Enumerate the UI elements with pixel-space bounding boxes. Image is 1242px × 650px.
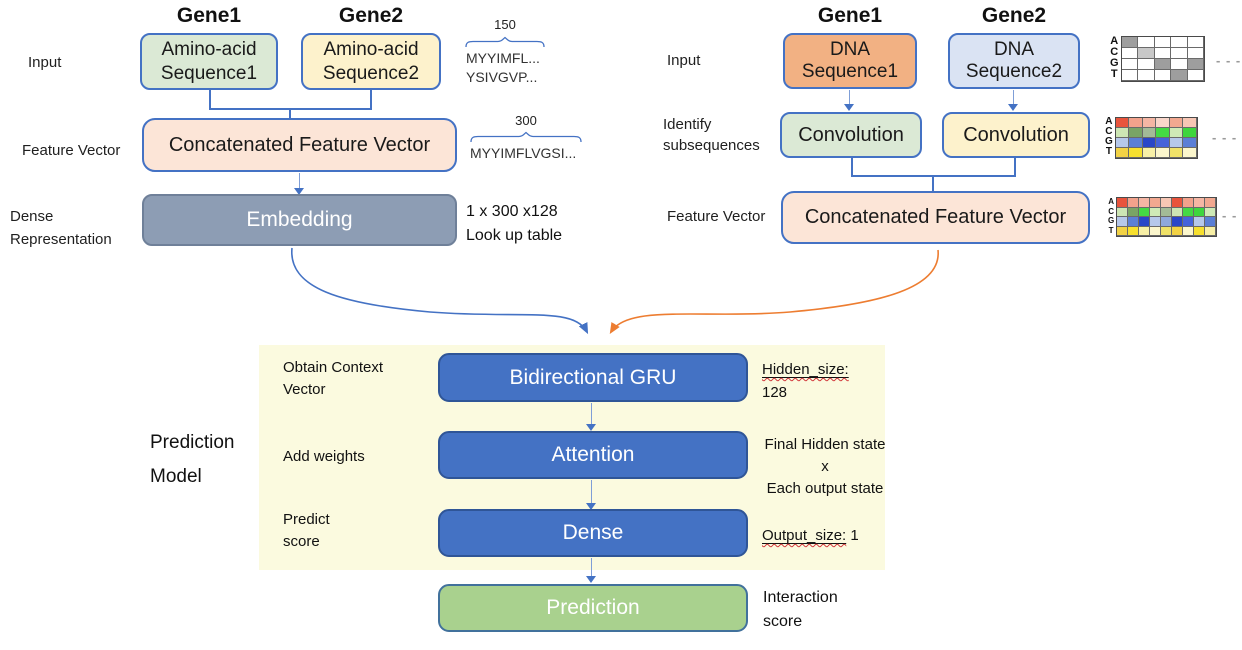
obtain-context-label-1: Obtain Context: [283, 359, 384, 376]
sequence-length-300: 300: [515, 113, 537, 128]
dense-representation-label-1: Dense: [10, 208, 54, 225]
arrow-concat-to-embedding: [294, 173, 305, 195]
embedding-text: Embedding: [246, 208, 353, 231]
bidirectional-gru-box: Bidirectional GRU: [438, 353, 748, 402]
concatenated-feature-vector-left-box: Concatenated Feature Vector: [142, 118, 457, 172]
grid3-row-c: C: [1108, 206, 1114, 216]
sequence-length-150: 150: [494, 17, 516, 32]
left-input-label: Input: [28, 54, 62, 71]
convolution2-box: Convolution: [942, 112, 1090, 158]
concatenated-feature-vector-right-box: Concatenated Feature Vector: [781, 191, 1090, 244]
arrow-gru-to-attention: [586, 403, 597, 431]
grid1-row-c: C: [1110, 46, 1119, 58]
left-merge-stub: [289, 110, 291, 119]
left-gene1-heading: Gene1: [176, 4, 242, 27]
obtain-context-label-2: Vector: [283, 381, 326, 398]
brace-300-icon: [470, 131, 582, 143]
dense-box: Dense: [438, 509, 748, 557]
right-gene2-heading: Gene2: [981, 4, 1047, 27]
gru-text: Bidirectional GRU: [509, 365, 677, 389]
aa-sequence-sample-2: YSIVGVP...: [466, 69, 538, 85]
prediction-text: Prediction: [546, 596, 640, 619]
left-gene2-heading: Gene2: [338, 4, 404, 27]
prediction-box: Prediction: [438, 584, 748, 632]
dense-note-value: 1: [850, 527, 859, 544]
dna1-line2: Sequence1: [801, 61, 899, 82]
grid2-ellipsis: - - -: [1212, 130, 1238, 145]
amino-acid-sequence1-box: Amino-acid Sequence1: [140, 33, 278, 90]
concat-feature-grid-icon: A C G T: [1108, 197, 1218, 237]
grid2-row-g: G: [1105, 136, 1113, 147]
aa2-line1: Amino-acid: [323, 38, 419, 60]
brace-150-icon: [465, 36, 545, 48]
right-gene1-heading: Gene1: [817, 4, 883, 27]
grid3-ellipsis: - - -: [1222, 208, 1242, 223]
grid3-row-t: T: [1108, 225, 1114, 235]
right-feature-vector-label: Feature Vector: [667, 208, 766, 225]
arrow-dense-to-prediction: [586, 558, 597, 583]
gru-note-title: Hidden_size:: [762, 361, 849, 378]
grid2-row-a: A: [1105, 116, 1113, 127]
dna-sequence2-box: DNA Sequence2: [948, 33, 1080, 89]
conv2-text: Convolution: [963, 123, 1069, 146]
arrow-dna2-to-conv2: [1008, 90, 1019, 111]
left-merge-connector: [209, 90, 372, 110]
predict-score-label-1: Predict: [283, 511, 330, 528]
attention-text: Attention: [551, 443, 635, 466]
blue-curve-arrow: [291, 247, 589, 335]
grid2-row-t: T: [1105, 146, 1112, 157]
gru-note-value: 128: [762, 384, 788, 401]
dna-onehot-grid-icon: A C G T: [1110, 35, 1206, 82]
attention-note-2: x: [821, 458, 829, 475]
right-merge-connector: [851, 158, 1016, 177]
dna1-line1: DNA: [829, 39, 871, 60]
predict-score-label-2: score: [283, 533, 320, 550]
identify-label-1: Identify: [663, 116, 712, 133]
grid3-row-a: A: [1108, 197, 1114, 206]
left-feature-vector-label: Feature Vector: [22, 142, 121, 159]
grid1-row-t: T: [1110, 68, 1118, 80]
embedding-note-2: Look up table: [466, 227, 563, 244]
right-input-label: Input: [667, 52, 701, 69]
convolution1-box: Convolution: [780, 112, 922, 158]
prediction-model-label-1: Prediction: [150, 432, 235, 453]
aa-sequence-sample-1: MYYIMFL...: [466, 50, 540, 66]
concat-right-text: Concatenated Feature Vector: [804, 206, 1067, 228]
dna2-line1: DNA: [993, 39, 1035, 60]
identify-label-2: subsequences: [663, 137, 760, 154]
concat-left-text: Concatenated Feature Vector: [168, 133, 431, 156]
embedding-note-1: 1 x 300 x128: [466, 203, 558, 220]
dna2-line2: Sequence2: [965, 61, 1063, 82]
interaction-score-label-2: score: [763, 613, 803, 630]
attention-note-1: Final Hidden state: [764, 436, 886, 453]
aa1-line2: Sequence1: [160, 62, 258, 84]
embedding-box: Embedding: [142, 194, 457, 246]
grid3-row-g: G: [1108, 216, 1115, 225]
arrow-dna1-to-conv1: [844, 90, 855, 111]
dna-sequence1-box: DNA Sequence1: [783, 33, 917, 89]
attention-box: Attention: [438, 431, 748, 479]
conv-feature-grid-icon: A C G T: [1105, 117, 1198, 159]
aa1-line1: Amino-acid: [161, 38, 257, 60]
amino-acid-sequence2-box: Amino-acid Sequence2: [301, 33, 441, 90]
grid1-row-g: G: [1110, 57, 1119, 69]
dense-representation-label-2: Representation: [10, 231, 112, 248]
add-weights-label: Add weights: [283, 448, 365, 465]
dense-text: Dense: [562, 521, 624, 544]
right-merge-stub: [932, 177, 934, 191]
dense-note-title: Output_size:: [762, 527, 847, 544]
aa2-line2: Sequence2: [322, 62, 420, 84]
grid1-ellipsis: - - -: [1216, 53, 1242, 68]
merge-curves: [291, 247, 939, 335]
interaction-score-label-1: Interaction: [763, 589, 838, 606]
attention-note-3: Each output state: [766, 480, 884, 497]
orange-curve-arrow: [609, 249, 939, 335]
prediction-model-label-2: Model: [150, 466, 202, 487]
concat-sequence-sample: MYYIMFLVGSI...: [470, 145, 577, 161]
arrow-attention-to-dense: [586, 480, 597, 510]
conv1-text: Convolution: [798, 123, 904, 146]
grid2-row-c: C: [1105, 126, 1113, 137]
grid1-row-a: A: [1110, 35, 1119, 47]
